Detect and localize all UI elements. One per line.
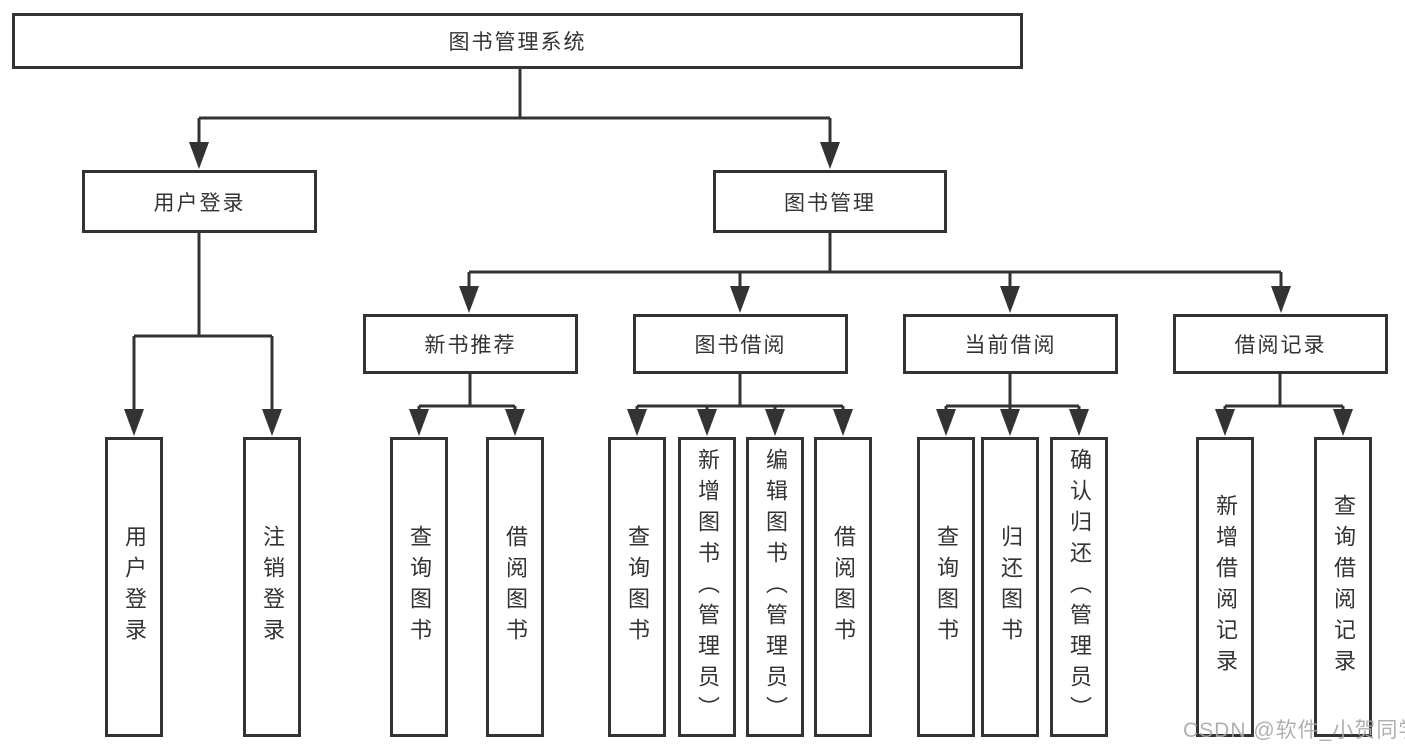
node-library-management-system: 图书管理系统 (12, 13, 1023, 69)
node-book-management-module: 图书管理 (713, 170, 947, 233)
node-leaf-query-books-2: 查询图书 (608, 437, 666, 737)
node-leaf-add-borrow-record: 新增借阅记录 (1196, 437, 1254, 737)
node-leaf-edit-book-admin: 编辑图书（管理员） (746, 437, 804, 737)
node-leaf-query-books-3: 查询图书 (917, 437, 975, 737)
csdn-watermark: CSDN @软件_小贺同学 (1183, 719, 1405, 742)
node-current-borrow: 当前借阅 (903, 314, 1118, 374)
node-leaf-user-login: 用户登录 (105, 437, 163, 737)
node-leaf-query-books: 查询图书 (390, 437, 448, 737)
node-leaf-borrow-books: 借阅图书 (486, 437, 544, 737)
node-leaf-confirm-return-admin: 确认归还（管理员） (1050, 437, 1108, 737)
node-borrow-records: 借阅记录 (1173, 314, 1388, 374)
node-new-book-recommend: 新书推荐 (363, 314, 578, 374)
node-leaf-logout: 注销登录 (243, 437, 301, 737)
node-leaf-query-borrow-record: 查询借阅记录 (1314, 437, 1372, 737)
node-leaf-borrow-books-2: 借阅图书 (814, 437, 872, 737)
node-user-login-module: 用户登录 (82, 170, 317, 233)
node-leaf-return-books: 归还图书 (981, 437, 1039, 737)
arrowheads (124, 142, 1353, 436)
node-leaf-add-book-admin: 新增图书（管理员） (678, 437, 736, 737)
tree-edges (132, 69, 1345, 411)
node-book-borrow: 图书借阅 (633, 314, 848, 374)
